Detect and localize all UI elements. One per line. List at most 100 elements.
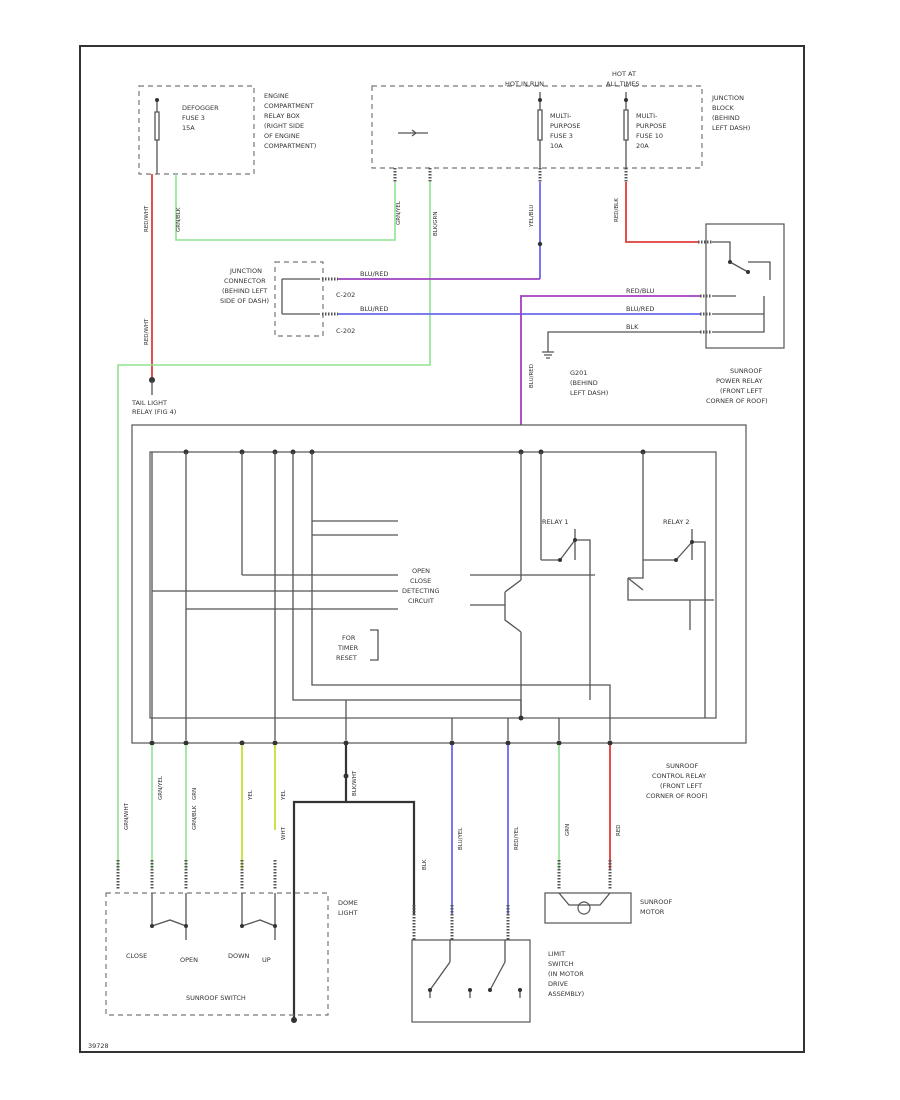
junction-connector-label-2: CONNECTOR xyxy=(224,277,266,285)
dome-light-label-2: LIGHT xyxy=(338,909,357,917)
engine-box-label-2: COMPARTMENT xyxy=(264,102,314,110)
detecting-circuit-label-1: OPEN xyxy=(412,567,430,575)
green-wire-junction xyxy=(117,182,431,870)
fuse3-label-4: 10A xyxy=(550,142,563,150)
g201-label-1: G201 xyxy=(570,369,587,377)
blu-red-label-4: BLU/RED xyxy=(529,364,535,388)
limit-switch-box xyxy=(411,939,531,1023)
limit-switch-label-4: DRIVE xyxy=(548,980,568,988)
c202-label-a: C-202 xyxy=(336,291,355,299)
engine-box-label-5: OF ENGINE xyxy=(264,132,300,140)
engine-box-label-6: COMPARTMENT) xyxy=(264,142,316,150)
footer-code: 39728 xyxy=(88,1042,109,1050)
detecting-circuit-label-3: DETECTING xyxy=(402,587,440,595)
switch-open-label: OPEN xyxy=(180,956,198,964)
limit-switch-label-1: LIMIT xyxy=(548,950,565,958)
power-relay-switch-icon xyxy=(712,241,771,333)
power-relay-label-4: CORNER OF ROOF) xyxy=(706,397,768,405)
relay-2-label: RELAY 2 xyxy=(663,518,690,526)
junction-block-label-4: LEFT DASH) xyxy=(712,124,750,132)
detecting-circuit-label-2: CLOSE xyxy=(410,577,431,585)
yel-label-2: YEL xyxy=(281,789,287,801)
grn-blk-label-top: GRN/BLK xyxy=(176,207,182,232)
ground-wire xyxy=(547,331,700,352)
control-relay-label-3: (FRONT LEFT xyxy=(660,782,702,790)
blu-red-label-2: BLU/RED xyxy=(360,305,388,313)
red-blu-label: RED/BLU xyxy=(626,287,655,295)
relay-2-switch-icon xyxy=(643,529,706,718)
engine-box-label-1: ENGINE xyxy=(264,92,289,100)
sunroof-motor-label-2: MOTOR xyxy=(640,908,665,916)
defogger-fuse-label-2: FUSE 3 xyxy=(182,114,205,122)
multi-purpose-fuse-10-icon xyxy=(623,92,629,168)
fuse10-label-4: 20A xyxy=(636,142,649,150)
sunroof-motor-label-1: SUNROOF xyxy=(640,898,672,906)
blk-grn-label-top: BLK/GRN xyxy=(433,212,439,237)
power-relay-label-3: (FRONT LEFT xyxy=(720,387,762,395)
fuse10-label-3: FUSE 10 xyxy=(636,132,663,140)
dome-light-label-1: DOME xyxy=(338,899,358,907)
defogger-fuse-icon xyxy=(154,98,160,174)
timer-reset-label-2: TIMER xyxy=(337,644,359,652)
relay-1-switch-icon xyxy=(541,529,591,700)
fuse10-label-2: PURPOSE xyxy=(636,122,666,130)
limit-switch-contacts-icon xyxy=(428,940,522,998)
grn-wht-label-1: GRN/WHT xyxy=(124,802,130,830)
grn-yel-label-top: GRN/YEL xyxy=(396,200,402,225)
blu-red-label-1: BLU/RED xyxy=(360,270,388,278)
hot-all-times-label-2: ALL TIMES xyxy=(606,80,639,88)
control-relay-label-1: SUNROOF xyxy=(666,762,698,770)
grn-label-1: GRN xyxy=(192,788,198,800)
red-wht-label-2: RED/WHT xyxy=(144,318,150,345)
blu-yel-label-1: BLU/YEL xyxy=(458,827,464,850)
switch-up-label: UP xyxy=(262,956,271,964)
control-relay-label-4: CORNER OF ROOF) xyxy=(646,792,708,800)
red-wht-label-1: RED/WHT xyxy=(144,205,150,232)
green-wire-engine xyxy=(175,174,396,241)
red-blk-label: RED/BLK xyxy=(614,198,620,222)
grn-label-2: GRN xyxy=(565,824,571,836)
timer-reset-label-1: FOR xyxy=(342,634,356,642)
sunroof-switch-box xyxy=(105,892,329,1016)
fuse3-label-3: FUSE 3 xyxy=(550,132,573,140)
g201-label-3: LEFT DASH) xyxy=(570,389,608,397)
switch-down-label: DOWN xyxy=(228,952,250,960)
hot-in-run-label: HOT IN RUN xyxy=(505,80,544,88)
sunroof-power-relay-box xyxy=(705,223,785,349)
junction-block-label-2: BLOCK xyxy=(712,104,735,112)
yel-blu-label: YEL/BLU xyxy=(529,205,535,228)
timer-reset-label-3: RESET xyxy=(336,654,357,662)
defogger-fuse-label-3: 15A xyxy=(182,124,195,132)
blk-label-ground: BLK xyxy=(626,323,639,331)
g201-label-2: (BEHIND xyxy=(570,379,598,387)
engine-box-label-4: (RIGHT SIDE xyxy=(264,122,304,130)
fuse3-label-1: MULTI- xyxy=(550,112,572,120)
defogger-fuse-label-1: DEFOGGER xyxy=(182,104,219,112)
switch-close-label: CLOSE xyxy=(126,952,147,960)
fuse10-label-1: MULTI- xyxy=(636,112,658,120)
grn-blk-label-1: GRN/BLK xyxy=(192,805,198,830)
wht-label-1: WHT xyxy=(281,826,287,840)
blk-wht-label: BLK/WHT xyxy=(352,770,358,796)
junction-connector-label-1: JUNCTION xyxy=(229,267,262,275)
multi-purpose-fuse-3-icon xyxy=(537,92,543,168)
sunroof-control-relay-box xyxy=(131,424,747,744)
tail-light-label-2: RELAY (FIG 4) xyxy=(132,408,176,416)
engine-relay-box xyxy=(138,85,255,175)
engine-box-label-3: RELAY BOX xyxy=(264,112,300,120)
power-relay-label-2: POWER RELAY xyxy=(716,377,762,385)
relay-1-label: RELAY 1 xyxy=(542,518,569,526)
power-relay-label-1: SUNROOF xyxy=(730,367,762,375)
c202-label-b: C-202 xyxy=(336,327,355,335)
detecting-circuit-label-4: CIRCUIT xyxy=(408,597,434,605)
junction-block-label-1: JUNCTION xyxy=(711,94,744,102)
red-yel-label-1: RED/YEL xyxy=(514,826,520,850)
purple-wire-relay xyxy=(520,295,700,425)
grn-yel-label-1: GRN/YEL xyxy=(158,775,164,800)
limit-switch-label-5: ASSEMBLY) xyxy=(548,990,584,998)
yel-label-1: YEL xyxy=(248,789,254,801)
junction-connector-box xyxy=(274,261,324,337)
control-relay-terminals-bottom xyxy=(149,715,613,746)
limit-switch-label-3: (IN MOTOR xyxy=(548,970,584,978)
